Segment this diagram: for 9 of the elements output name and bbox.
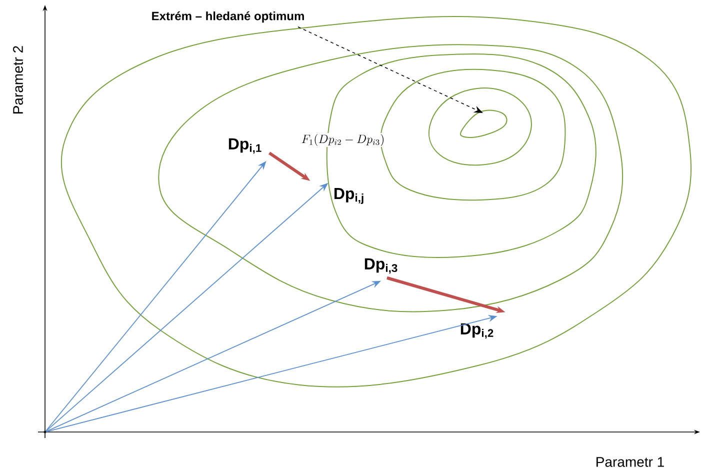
optimum-label: Extrém – hledané optimum xyxy=(152,11,304,23)
origin-point xyxy=(44,430,46,434)
vector-label: Dp$_{i,1}$ xyxy=(228,138,262,154)
vector-label: Dp$_{i,2}$ xyxy=(460,323,494,339)
vector-label: Dp$_{i,3}$ xyxy=(364,258,398,274)
axis-label: Parametr 1 xyxy=(596,457,664,467)
vector-label: Dp$_{i,j}$ xyxy=(334,188,364,204)
axis-label: Parametr 2 xyxy=(13,46,23,114)
edge-label: $F_1(Dp_{i2} - Dp_{i3})$ xyxy=(302,134,384,146)
